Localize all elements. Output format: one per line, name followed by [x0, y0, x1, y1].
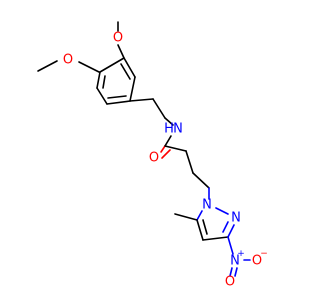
bond-ring-1	[99, 57, 125, 73]
molecule-diagram: O O N H O N N N + O − O	[37, 21, 268, 290]
bond-ch2-2	[152, 98, 166, 119]
bond-ring-4	[106, 100, 131, 105]
bond-n-carbonyl	[164, 135, 172, 147]
atom-n-nitro: N	[230, 254, 240, 269]
atom-n-amide: N	[173, 122, 183, 137]
bond-c4-c5-inner	[202, 219, 208, 235]
bond-n2-c3-inner	[222, 221, 229, 233]
bond-chain-2	[192, 172, 210, 189]
atom-o-methoxy-left: O	[63, 53, 73, 68]
bond-c3-c4	[202, 236, 229, 241]
atom-o-carbonyl: O	[149, 151, 159, 166]
bond-ring-3	[129, 76, 136, 102]
atom-o-methoxy-top: O	[113, 31, 123, 46]
bond-carbonyl-ca	[164, 145, 187, 152]
bond-carbonyl-o-1	[160, 145, 166, 153]
bond-n2-c3	[227, 224, 235, 238]
bond-n1-n2	[215, 207, 229, 215]
bond-o-top-ring	[117, 44, 125, 59]
bond-ch2-n	[164, 117, 174, 126]
bond-nitro-o-down-1	[229, 267, 233, 277]
bond-ring-6-inner	[102, 75, 106, 89]
bond-ring-5	[96, 87, 108, 105]
bond-chain-1	[185, 150, 194, 174]
bond-methyl-left	[37, 60, 58, 72]
bond-carbonyl-o-2	[161, 149, 171, 159]
bond-ring-4-inner	[107, 95, 127, 99]
atom-o-nitro-right: O	[252, 254, 262, 269]
charge-n-nitro: +	[237, 249, 245, 259]
bond-nitro-o-down-2	[234, 267, 238, 277]
bond-c4-c5	[196, 219, 204, 241]
atom-n-pyrazole-1: N	[202, 198, 212, 213]
charge-o-nitro-right: −	[260, 249, 268, 259]
atom-n-pyrazole-2: N	[231, 211, 241, 226]
bond-c5-methyl	[174, 213, 198, 221]
bond-ch2-1	[129, 98, 154, 102]
atom-h-amide: H	[164, 122, 174, 137]
structure-svg: O O N H O N N N + O − O	[37, 21, 268, 290]
bond-ring-2	[123, 57, 136, 78]
bond-ring-2-inner	[120, 63, 131, 80]
atom-o-nitro-down: O	[225, 275, 235, 290]
bond-c5-n1	[196, 210, 203, 221]
bond-o-left-ring	[78, 61, 100, 73]
bond-ring-6	[96, 71, 101, 89]
bond-c3-nitro-n	[227, 236, 234, 255]
